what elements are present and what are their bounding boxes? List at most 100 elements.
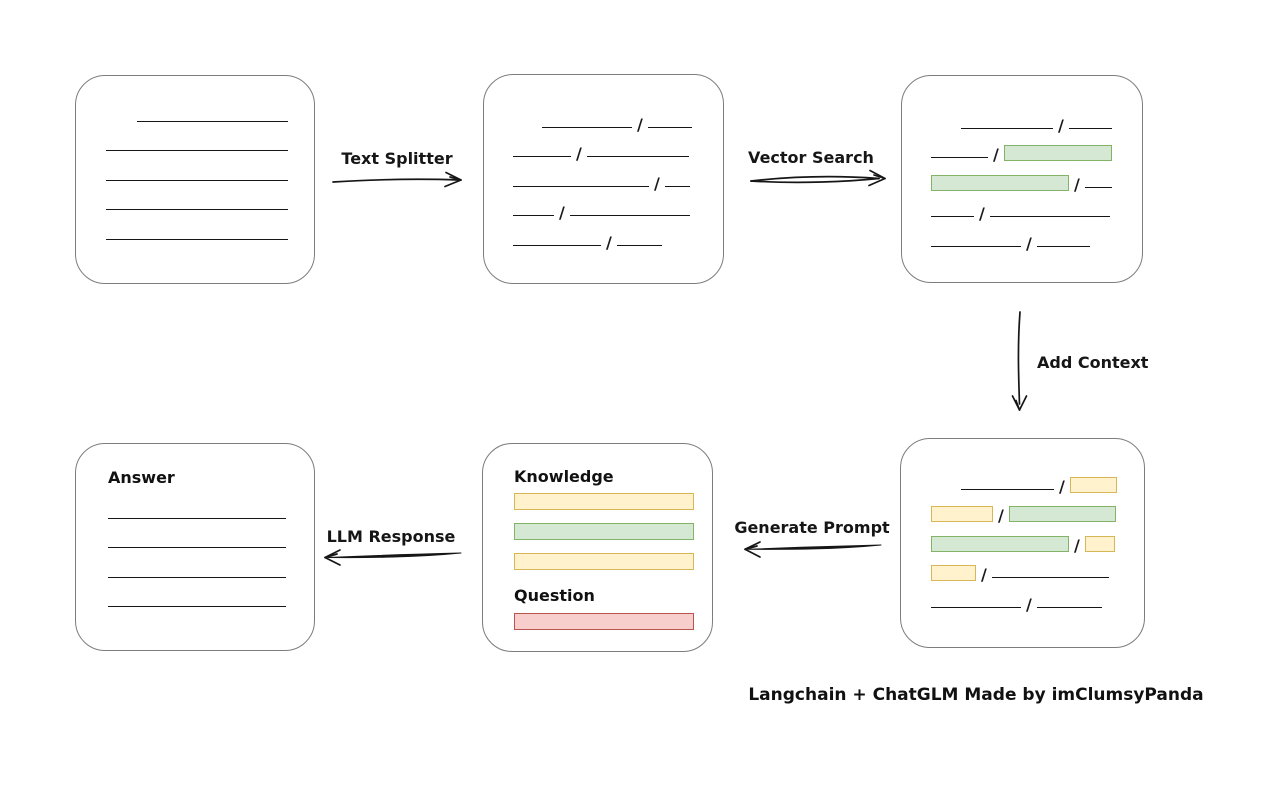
text-row [106, 122, 314, 152]
text-line [108, 606, 286, 608]
text-line [106, 238, 288, 240]
green-highlight [1003, 145, 1112, 162]
vector-search-label: Vector Search [748, 148, 874, 167]
vector-search-arrow [750, 169, 886, 187]
green-highlight [1008, 506, 1116, 523]
question-bars [514, 613, 712, 643]
text-line [586, 156, 689, 158]
green-highlight [931, 535, 1069, 552]
text-row: / [513, 216, 723, 250]
text-row [106, 151, 314, 181]
slash-separator: / [993, 145, 999, 165]
text-row [108, 578, 314, 608]
prompt-box: Knowledge Question [482, 443, 713, 652]
text-row: / [931, 578, 1144, 612]
text-line [106, 179, 288, 181]
yellow-highlight [931, 506, 993, 523]
slash-separator: / [637, 114, 643, 134]
text-line [108, 547, 286, 549]
text-line [542, 126, 632, 128]
text-row: / [513, 187, 723, 221]
text-row: / [931, 460, 1144, 494]
red-bar [514, 613, 694, 630]
slash-separator: / [979, 204, 985, 224]
text-row [106, 181, 314, 211]
text-line [106, 209, 288, 211]
slash-separator: / [1074, 174, 1080, 194]
text-line [108, 517, 286, 519]
text-line [664, 185, 690, 187]
knowledge-label: Knowledge [514, 467, 614, 486]
slash-separator: / [606, 232, 612, 252]
chunks-box: ///// [483, 74, 724, 284]
text-splitter-arrow [332, 171, 462, 188]
slash-separator: / [576, 144, 582, 164]
yellow-highlight [931, 565, 976, 582]
text-row: / [513, 157, 723, 191]
text-row: / [931, 158, 1142, 192]
text-line [106, 150, 288, 152]
yellow-highlight [1069, 476, 1117, 493]
text-row: / [931, 129, 1142, 163]
text-line [1068, 127, 1112, 129]
text-row: / [513, 128, 723, 162]
yellow-highlight [1084, 535, 1115, 552]
text-line [569, 215, 690, 217]
chunk-rows-context: ///// [901, 439, 1144, 612]
generate-prompt-label: Generate Prompt [734, 518, 890, 537]
text-line [1084, 186, 1112, 188]
slash-separator: / [1026, 233, 1032, 253]
chunk-rows-matched: / / / / / [902, 76, 1142, 251]
chunks-matched-box: / / / / / [901, 75, 1143, 283]
slash-separator: / [1026, 594, 1032, 614]
llm-response-label: LLM Response [326, 527, 456, 546]
text-row: / [931, 188, 1142, 222]
slash-separator: / [1058, 115, 1064, 135]
generate-prompt-arrow [744, 541, 882, 558]
chunks-context-box: ///// [900, 438, 1145, 648]
text-row: / [931, 490, 1144, 524]
slash-separator: / [1059, 476, 1065, 496]
text-line [616, 244, 662, 246]
text-line [1036, 606, 1102, 608]
text-line [961, 127, 1053, 129]
slash-separator: / [981, 565, 987, 585]
bar-row [514, 523, 712, 553]
text-line [961, 488, 1054, 490]
credit-caption: Langchain + ChatGLM Made by imClumsyPand… [748, 685, 1204, 705]
text-line [931, 216, 974, 218]
text-line [513, 156, 571, 158]
text-line [137, 120, 288, 122]
document-lines [76, 76, 314, 240]
add-context-arrow [1011, 311, 1028, 411]
text-splitter-label: Text Splitter [341, 149, 453, 168]
knowledge-bars [514, 493, 712, 583]
text-row: / [931, 217, 1142, 251]
add-context-label: Add Context [1037, 353, 1149, 372]
document-box [75, 75, 315, 284]
bar-row [514, 493, 712, 523]
green-highlight [931, 174, 1069, 191]
slash-separator: / [559, 203, 565, 223]
text-row: / [931, 99, 1142, 133]
text-line [647, 126, 692, 128]
yellow-bar [514, 493, 694, 510]
text-row: / [931, 549, 1144, 583]
text-row [108, 489, 314, 519]
text-line [931, 606, 1021, 608]
slash-separator: / [1074, 535, 1080, 555]
green-bar [514, 523, 694, 540]
text-row: / [931, 519, 1144, 553]
text-row [106, 210, 314, 240]
text-row: / [513, 98, 723, 132]
text-line [513, 185, 649, 187]
text-row [108, 548, 314, 578]
question-label: Question [514, 586, 595, 605]
answer-label: Answer [108, 468, 175, 487]
text-line [108, 576, 286, 578]
llm-response-arrow [324, 549, 462, 566]
text-line [931, 245, 1021, 247]
yellow-bar [514, 553, 694, 570]
answer-box: Answer [75, 443, 315, 651]
text-line [1036, 245, 1090, 247]
